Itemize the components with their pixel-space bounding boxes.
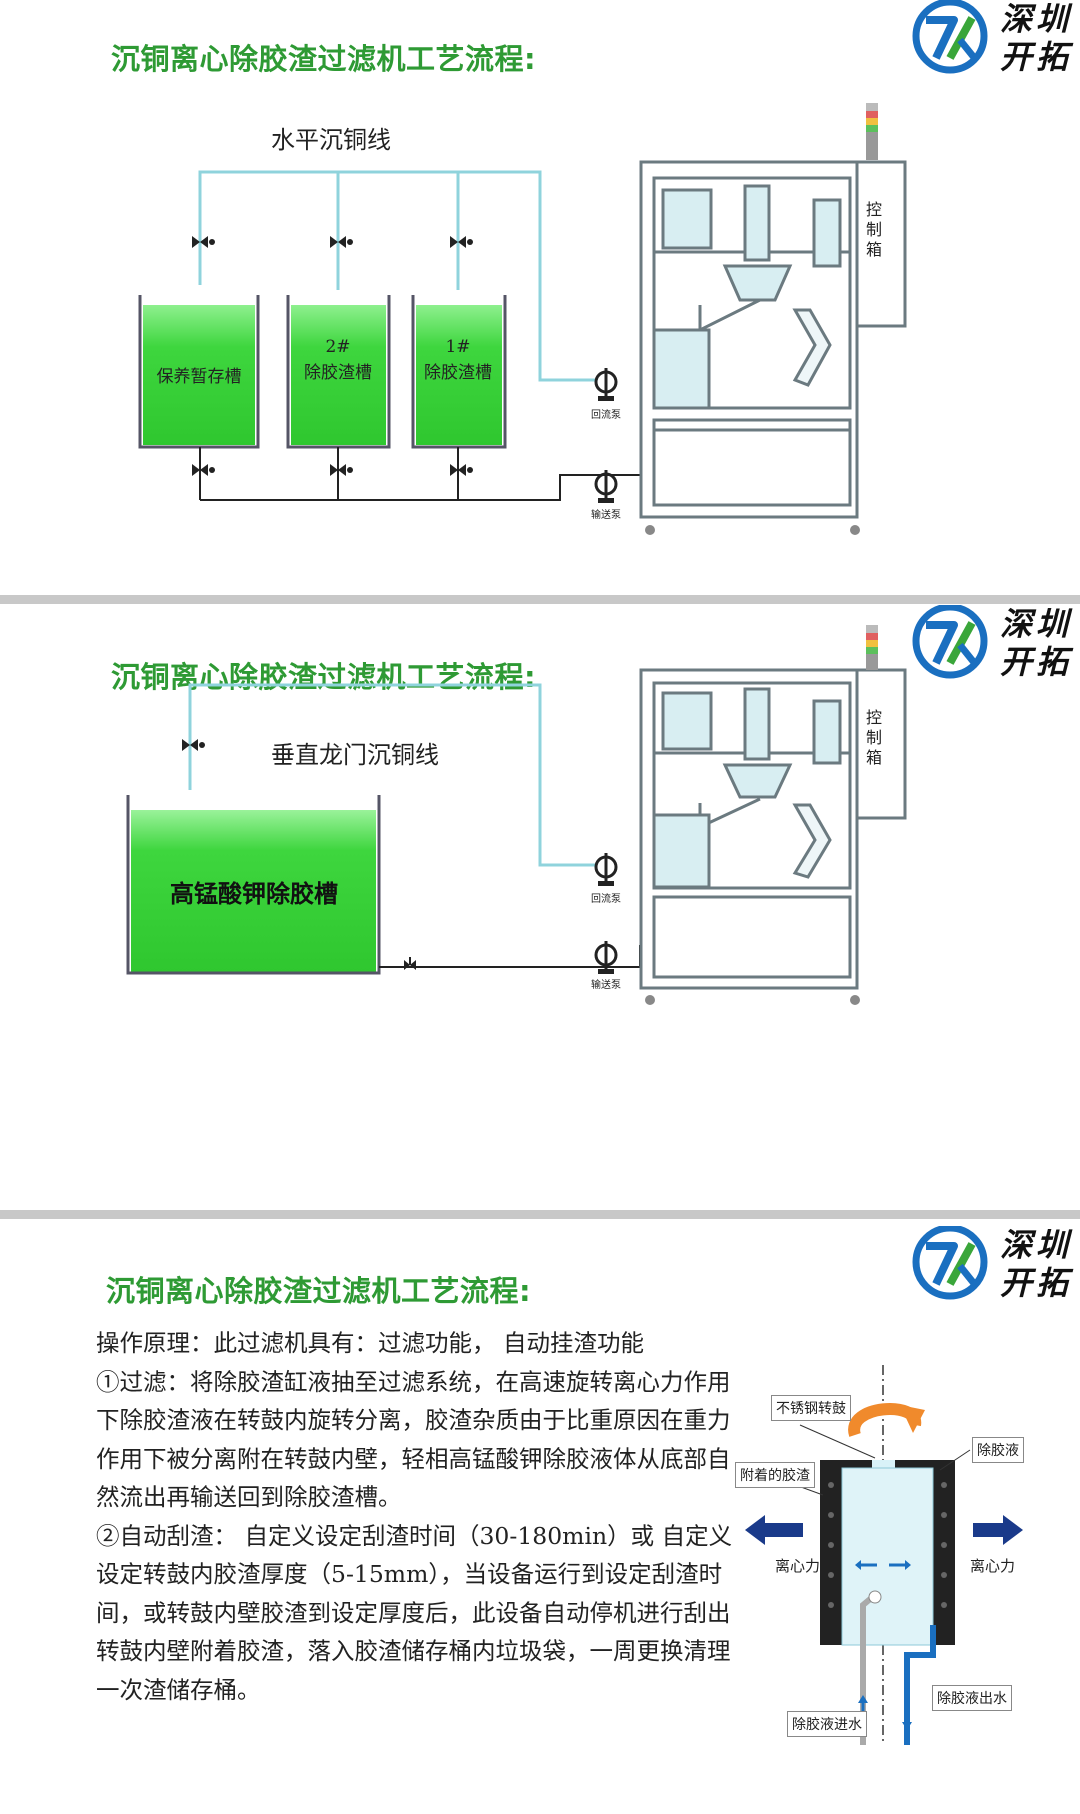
- tank-group: [126, 795, 381, 975]
- principle-text: 操作原理：此过滤机具有：过滤功能， 自动挂渣功能 ①过滤：将除胶渣缸液抽至过滤系…: [96, 1324, 736, 1709]
- line-name: 垂直龙门沉铜线: [271, 741, 439, 769]
- control-box-label: 控制箱: [866, 708, 882, 767]
- valve-icon: [192, 236, 473, 248]
- pump-label: 输送泵: [591, 508, 621, 521]
- company-logo: 深圳 开拓: [910, 0, 1080, 80]
- centrifuge-figure: 不锈钢转鼓 附着的胶渣 除胶液 离心力 离心力 除胶液进水 除胶液出水: [735, 1365, 1025, 1755]
- figure-label-inlet: 除胶液进水: [787, 1711, 867, 1737]
- logo-emblem-icon: [912, 1226, 988, 1300]
- section-vertical-line: 沉铜离心除胶渣过滤机工艺流程: 深圳 开拓 垂直龙门沉铜线: [0, 605, 1080, 1210]
- pump-label: 回流泵: [591, 892, 621, 905]
- figure-label-liquid: 除胶液: [972, 1437, 1024, 1463]
- paragraph: ②自动刮渣： 自定义设定刮渣时间（30-180min）或 自定义设定转鼓内胶渣厚…: [96, 1521, 733, 1704]
- section-horizontal-line: 沉铜离心除胶渣过滤机工艺流程: 深圳 开拓 水平沉铜线: [0, 0, 1080, 595]
- drain-pipes: [199, 447, 640, 501]
- pump-label: 回流泵: [591, 408, 621, 421]
- paragraph: 操作原理：此过滤机具有：过滤功能， 自动挂渣功能: [96, 1329, 644, 1357]
- logo-text-line2: 开拓: [1000, 1264, 1073, 1302]
- logo-text-line1: 深圳: [1000, 605, 1073, 643]
- section-title: 沉铜离心除胶渣过滤机工艺流程:: [111, 42, 537, 76]
- machine-wheels: [645, 995, 860, 1005]
- valve-icon: [192, 464, 473, 476]
- pump-label: 输送泵: [591, 978, 621, 991]
- section-title: 沉铜离心除胶渣过滤机工艺流程:: [106, 1274, 532, 1308]
- logo-text-line2: 开拓: [1000, 643, 1073, 681]
- section-title: 沉铜离心除胶渣过滤机工艺流程:: [111, 660, 537, 694]
- valve-icon: [182, 739, 205, 751]
- valve-icon: [404, 957, 416, 970]
- filter-machine: [639, 668, 907, 990]
- logo-text-line2: 开拓: [1000, 38, 1073, 76]
- tank-label: 除胶渣槽: [304, 363, 372, 383]
- tank-label: 2#: [325, 337, 350, 357]
- logo-emblem-icon: [912, 605, 988, 679]
- figure-label-force-right: 离心力: [970, 1557, 1016, 1575]
- tank-label: 1#: [445, 337, 470, 357]
- figure-label-drum: 不锈钢转鼓: [771, 1395, 851, 1421]
- company-logo: 深圳 开拓: [910, 605, 1080, 685]
- tank-label: 保养暂存槽: [157, 367, 242, 387]
- centrifuge-drawing: [745, 1365, 1023, 1745]
- pump-icon: [594, 853, 618, 974]
- figure-label-attached: 附着的胶渣: [735, 1462, 815, 1488]
- logo-emblem-icon: [912, 0, 988, 74]
- paragraph: ①过滤：将除胶渣缸液抽至过滤系统，在高速旋转离心力作用下除胶渣液在转鼓内旋转分离…: [96, 1367, 731, 1512]
- machine-wheels: [645, 525, 860, 535]
- logo-text-line1: 深圳: [1000, 0, 1073, 38]
- supply-pipes: [198, 170, 595, 382]
- supply-pipes: [188, 683, 595, 867]
- signal-light-icon: [866, 625, 878, 670]
- control-box-label: 控制箱: [866, 200, 882, 259]
- process-diagram: 高锰酸钾除胶槽 回流泵 输送泵 控制箱: [126, 625, 907, 1005]
- tank-label: 除胶渣槽: [424, 363, 492, 383]
- signal-light-icon: [866, 103, 878, 160]
- section-divider: [0, 595, 1080, 604]
- section-divider: [0, 1210, 1080, 1219]
- figure-label-outlet: 除胶液出水: [932, 1685, 1012, 1711]
- figure-label-force-left: 离心力: [775, 1557, 821, 1575]
- company-logo: 深圳 开拓: [910, 1226, 1080, 1306]
- tank-label: 高锰酸钾除胶槽: [170, 879, 338, 908]
- logo-text-line1: 深圳: [1000, 1226, 1073, 1264]
- process-diagram: 保养暂存槽 2# 除胶渣槽 1# 除胶渣槽 回流泵 输送泵 控制箱: [138, 103, 907, 535]
- pump-icon: [594, 368, 618, 503]
- section-principle: 沉铜离心除胶渣过滤机工艺流程: 深圳 开拓: [0, 1218, 1080, 1814]
- line-name: 水平沉铜线: [271, 126, 391, 154]
- filter-machine: [639, 160, 907, 519]
